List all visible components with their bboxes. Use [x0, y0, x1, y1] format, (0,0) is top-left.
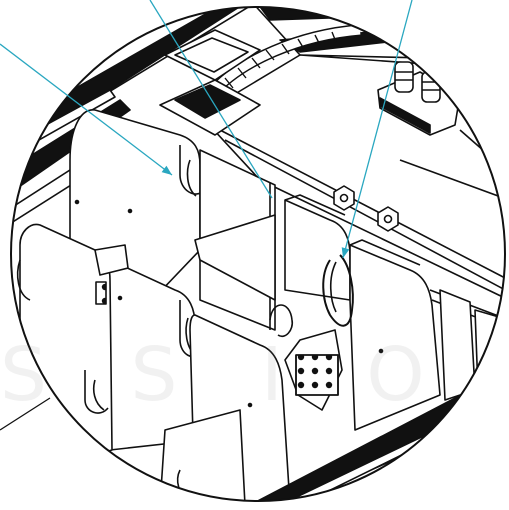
- detail-circle-border: [10, 6, 506, 502]
- callout-leader-2: [149, 0, 273, 199]
- divider-middle: [104, 214, 276, 451]
- strap-clip: [269, 254, 354, 411]
- spring-hose: [205, 24, 361, 99]
- callout-arrowhead: [341, 247, 350, 258]
- callout-leader-1: [0, 43, 173, 176]
- hex-nut-2: [377, 206, 399, 232]
- top-rail: [11, 7, 261, 231]
- callout-arrowhead: [161, 165, 172, 175]
- callout-leader-3: [342, 0, 413, 259]
- divider-right: [349, 239, 505, 431]
- hinge-left: [94, 244, 129, 305]
- hex-nut-1: [333, 185, 355, 211]
- callout-leader-4: [0, 397, 51, 431]
- callout-leaders: [0, 0, 413, 431]
- mounting-plate: [159, 29, 261, 136]
